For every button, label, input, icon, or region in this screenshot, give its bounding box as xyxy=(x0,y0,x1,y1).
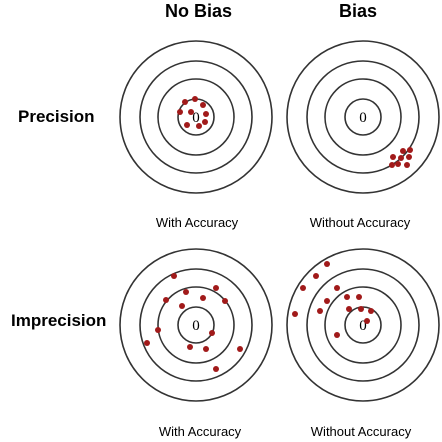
hit-dot xyxy=(155,327,161,333)
middle-ring xyxy=(306,268,420,382)
hit-dot xyxy=(203,346,209,352)
hit-dot xyxy=(213,366,219,372)
hit-dot xyxy=(334,332,340,338)
hit-dots xyxy=(389,147,413,168)
center-label: 0 xyxy=(192,318,200,334)
hit-dots xyxy=(144,273,243,372)
bullseye-ring xyxy=(177,306,215,344)
hit-dot xyxy=(222,298,228,304)
target-precise-accurate: 0 xyxy=(119,40,273,194)
hit-dot xyxy=(209,330,215,336)
inner-ring xyxy=(157,78,235,156)
middle-ring xyxy=(139,268,253,382)
hit-dot xyxy=(192,96,198,102)
hit-dot xyxy=(395,161,401,167)
hit-dot xyxy=(188,109,194,115)
inner-ring xyxy=(324,78,402,156)
hit-dot xyxy=(196,123,202,129)
caption-bottom-right: Without Accuracy xyxy=(310,424,412,439)
hit-dot xyxy=(200,295,206,301)
hit-dot xyxy=(187,344,193,350)
hit-dot xyxy=(356,294,362,300)
hit-dot xyxy=(292,311,298,317)
hit-dot xyxy=(237,346,243,352)
outer-ring xyxy=(119,40,273,194)
hit-dot xyxy=(389,162,395,168)
hit-dot xyxy=(203,111,209,117)
hit-dot xyxy=(200,102,206,108)
outer-ring xyxy=(119,248,273,402)
hit-dot xyxy=(344,294,350,300)
hit-dot xyxy=(144,340,150,346)
hit-dot xyxy=(202,119,208,125)
inner-ring xyxy=(157,286,235,364)
hit-dot xyxy=(407,147,413,153)
center-label: 0 xyxy=(192,110,200,126)
hit-dot xyxy=(213,285,219,291)
row-header-precision: Precision xyxy=(18,107,95,126)
caption-top-right: Without Accuracy xyxy=(309,215,411,230)
target-precise-biased: 0 xyxy=(286,40,440,194)
hit-dot xyxy=(300,285,306,291)
hit-dot xyxy=(358,306,364,312)
hit-dot xyxy=(183,289,189,295)
caption-bottom-left: With Accuracy xyxy=(158,424,242,439)
inner-ring xyxy=(324,286,402,364)
caption-top-left: With Accuracy xyxy=(155,215,239,230)
target-imprecise-accurate: 0 xyxy=(119,248,273,402)
hit-dot xyxy=(390,154,396,160)
hit-dot xyxy=(364,318,370,324)
column-header-bias: Bias xyxy=(339,1,378,21)
hit-dot xyxy=(324,261,330,267)
middle-ring xyxy=(306,60,420,174)
target-imprecise-biased: 0 xyxy=(286,248,440,402)
hit-dots xyxy=(292,261,374,338)
hit-dot xyxy=(313,273,319,279)
center-label: 0 xyxy=(359,318,367,334)
hit-dot xyxy=(346,306,352,312)
column-header-no-bias: No Bias xyxy=(165,1,233,21)
hit-dot xyxy=(398,155,404,161)
hit-dot xyxy=(177,109,183,115)
hit-dot xyxy=(324,298,330,304)
hit-dot xyxy=(163,297,169,303)
bullseye-ring xyxy=(344,98,382,136)
hit-dot xyxy=(179,303,185,309)
middle-ring xyxy=(139,60,253,174)
hit-dot xyxy=(368,308,374,314)
hit-dot xyxy=(404,162,410,168)
hit-dot xyxy=(334,285,340,291)
hit-dot xyxy=(400,148,406,154)
hit-dots xyxy=(177,96,209,129)
hit-dot xyxy=(184,122,190,128)
outer-ring xyxy=(286,40,440,194)
hit-dot xyxy=(171,273,177,279)
row-header-imprecision: Imprecision xyxy=(11,311,107,330)
center-label: 0 xyxy=(359,110,367,126)
hit-dot xyxy=(182,99,188,105)
outer-ring xyxy=(286,248,440,402)
hit-dot xyxy=(317,308,323,314)
hit-dot xyxy=(406,154,412,160)
